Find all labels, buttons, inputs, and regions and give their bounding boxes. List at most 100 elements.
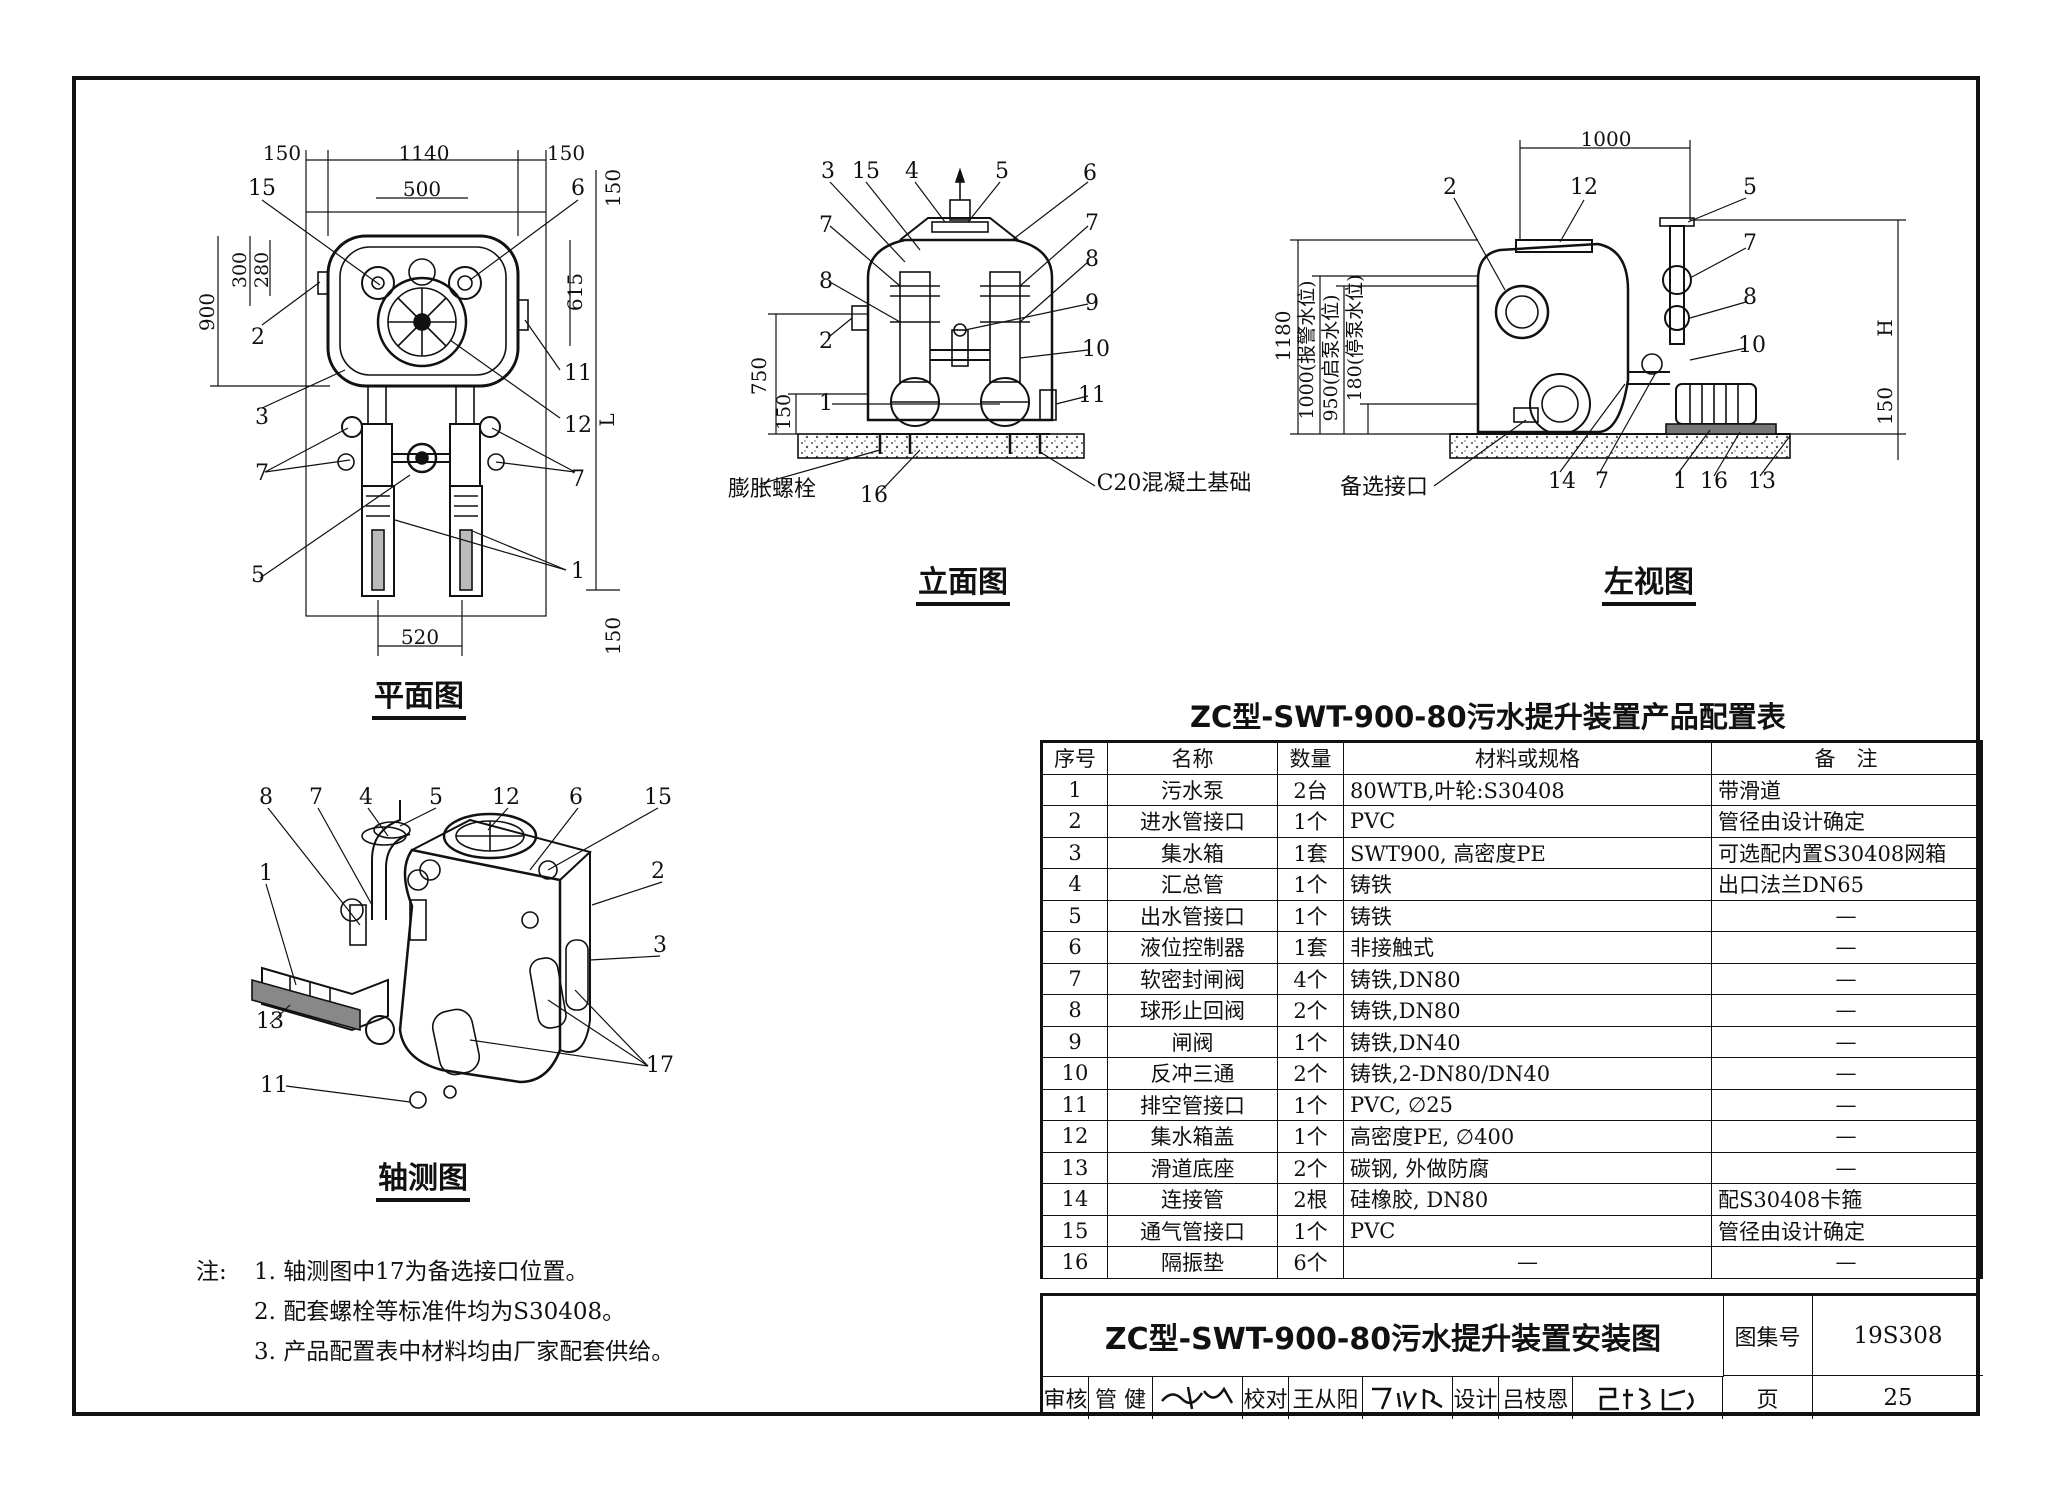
left-callout-5: 5 bbox=[1743, 175, 1757, 200]
cell-no: 12 bbox=[1040, 1120, 1108, 1153]
left-callout-2: 2 bbox=[1443, 175, 1457, 200]
cell-spec: 硅橡胶, DN80 bbox=[1343, 1183, 1712, 1216]
notes: 注:1. 轴测图中17为备选接口位置。 2. 配套螺栓等标准件均为S30408。… bbox=[196, 1252, 674, 1372]
axo-callout-6: 6 bbox=[569, 785, 583, 810]
left-callout-8: 8 bbox=[1743, 285, 1757, 310]
axo-callout-2: 2 bbox=[651, 859, 665, 884]
cell-name: 连接管 bbox=[1107, 1183, 1278, 1216]
cell-spec: 铸铁 bbox=[1343, 899, 1712, 932]
cell-no: 10 bbox=[1040, 1057, 1108, 1090]
elev-callout-8-right: 8 bbox=[1085, 247, 1099, 272]
designer-signature bbox=[1573, 1376, 1723, 1419]
plan-dim-l: L bbox=[595, 413, 619, 426]
title-block: ZC型-SWT-900-80污水提升装置安装图 图集号 19S308 审核 管 … bbox=[1040, 1293, 1983, 1419]
cell-name: 集水箱盖 bbox=[1107, 1120, 1278, 1153]
atlas-label: 图集号 bbox=[1723, 1296, 1813, 1376]
cell-spec: 非接触式 bbox=[1343, 931, 1712, 964]
elev-callout-3: 3 bbox=[821, 159, 835, 184]
cell-qty: 1个 bbox=[1277, 1120, 1344, 1153]
drawing-title: ZC型-SWT-900-80污水提升装置安装图 bbox=[1043, 1296, 1724, 1377]
plan-callout-12: 12 bbox=[564, 413, 592, 438]
cell-no: 5 bbox=[1040, 899, 1108, 932]
axo-callout-1: 1 bbox=[259, 861, 273, 886]
plan-dim-150c: 150 bbox=[601, 169, 625, 207]
cell-spec: 铸铁,DN80 bbox=[1343, 962, 1712, 995]
axo-callout-8: 8 bbox=[259, 785, 273, 810]
cell-qty: 4个 bbox=[1277, 962, 1344, 995]
elev-callout-8-left: 8 bbox=[819, 269, 833, 294]
plan-callout-1: 1 bbox=[571, 559, 585, 584]
plan-dim-615: 615 bbox=[563, 273, 587, 311]
left-level-start: 950(启泵水位) bbox=[1320, 294, 1342, 421]
cell-spec: 高密度PE, ∅400 bbox=[1343, 1120, 1712, 1153]
cell-name: 反冲三通 bbox=[1107, 1057, 1278, 1090]
cell-qty: 1套 bbox=[1277, 836, 1344, 869]
cell-name: 集水箱 bbox=[1107, 836, 1278, 869]
cell-name: 隔振垫 bbox=[1107, 1246, 1278, 1279]
cell-remark: 管径由设计确定 bbox=[1711, 805, 1983, 838]
cell-remark: — bbox=[1711, 1151, 1983, 1184]
cell-name: 汇总管 bbox=[1107, 868, 1278, 901]
cell-qty: 1个 bbox=[1277, 805, 1344, 838]
elev-callout-2: 2 bbox=[819, 329, 833, 354]
plan-view-title: 平面图 bbox=[372, 680, 466, 720]
config-table-title: ZC型-SWT-900-80污水提升装置产品配置表 bbox=[1190, 700, 1786, 734]
cell-qty: 1个 bbox=[1277, 1088, 1344, 1121]
left-level-stop: 180(停泵水位) bbox=[1344, 274, 1366, 401]
signature-icon bbox=[1160, 1386, 1233, 1409]
elev-dim-150: 150 bbox=[773, 394, 795, 430]
cell-remark: — bbox=[1711, 1057, 1983, 1090]
cell-qty: 1个 bbox=[1277, 899, 1344, 932]
left-callout-13: 13 bbox=[1748, 469, 1776, 494]
axo-callout-4: 4 bbox=[359, 785, 373, 810]
cell-no: 3 bbox=[1040, 836, 1108, 869]
cell-spec: PVC bbox=[1343, 805, 1712, 838]
left-dim-1180: 1180 bbox=[1271, 311, 1295, 362]
cell-name: 滑道底座 bbox=[1107, 1151, 1278, 1184]
cell-qty: 1个 bbox=[1277, 868, 1344, 901]
plan-dim-520: 520 bbox=[401, 625, 439, 649]
elev-label-concrete: C20混凝土基础 bbox=[1097, 471, 1252, 496]
elev-label-bolt: 膨胀螺栓 bbox=[728, 477, 816, 502]
left-callout-7: 7 bbox=[1743, 231, 1757, 256]
plan-dim-150a: 150 bbox=[263, 141, 301, 165]
axo-callout-3: 3 bbox=[653, 933, 667, 958]
cell-no: 9 bbox=[1040, 1025, 1108, 1058]
cell-qty: 2个 bbox=[1277, 1151, 1344, 1184]
plan-dim-300: 300 bbox=[229, 252, 251, 288]
cell-name: 软密封闸阀 bbox=[1107, 962, 1278, 995]
cell-no: 7 bbox=[1040, 962, 1108, 995]
col-header-remark: 备 注 bbox=[1711, 740, 1983, 775]
axo-callout-12: 12 bbox=[492, 785, 520, 810]
cell-spec: SWT900, 高密度PE bbox=[1343, 836, 1712, 869]
plan-dim-1140: 1140 bbox=[399, 141, 450, 165]
designer-name: 吕枝恩 bbox=[1499, 1376, 1573, 1419]
cell-remark: — bbox=[1711, 899, 1983, 932]
cell-remark: — bbox=[1711, 1120, 1983, 1153]
cell-remark: — bbox=[1711, 931, 1983, 964]
note-line: 2. 配套螺栓等标准件均为S30408。 bbox=[196, 1292, 674, 1332]
cell-qty: 6个 bbox=[1277, 1246, 1344, 1279]
elev-callout-9: 9 bbox=[1085, 291, 1099, 316]
elev-callout-7-left: 7 bbox=[819, 213, 833, 238]
cell-remark: — bbox=[1711, 994, 1983, 1027]
cell-name: 球形止回阀 bbox=[1107, 994, 1278, 1027]
cell-no: 16 bbox=[1040, 1246, 1108, 1279]
reviewer-signature bbox=[1153, 1376, 1243, 1419]
elev-callout-5: 5 bbox=[995, 159, 1009, 184]
axo-callout-17: 17 bbox=[646, 1053, 674, 1078]
cell-no: 13 bbox=[1040, 1151, 1108, 1184]
cell-spec: — bbox=[1343, 1246, 1712, 1279]
elev-callout-6: 6 bbox=[1083, 161, 1097, 186]
review-label: 审核 bbox=[1043, 1376, 1089, 1419]
check-label: 校对 bbox=[1243, 1376, 1289, 1419]
